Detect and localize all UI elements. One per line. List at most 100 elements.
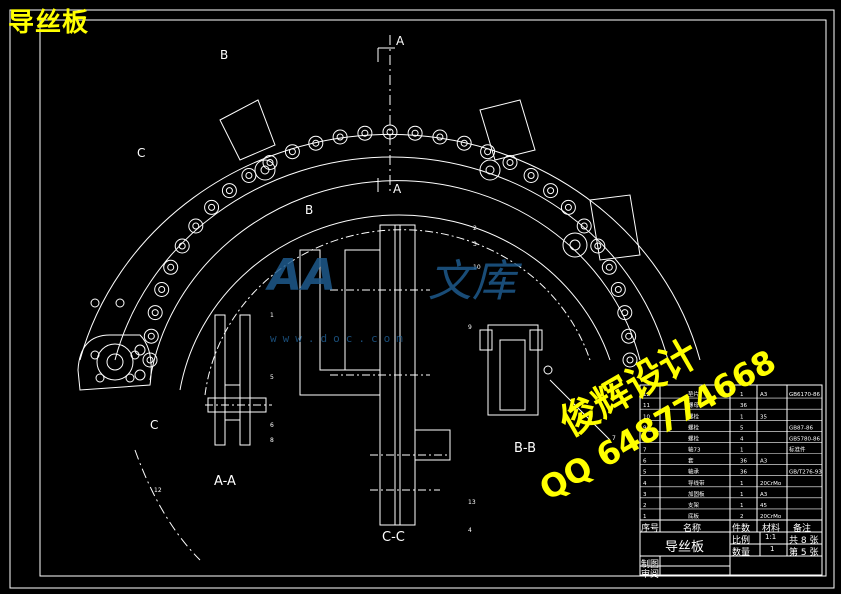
titleblock-sheet-no: 第 5 张 [789, 548, 819, 558]
chain-roller [590, 238, 606, 254]
bom-cell: 36 [740, 470, 747, 476]
chain-roller [332, 129, 348, 145]
chain-roller [147, 305, 163, 321]
chain-roller [204, 199, 220, 215]
cut-c-bottom: C [150, 418, 159, 432]
bom-cell: 9 [643, 425, 647, 431]
bom-cell: 螺栓 [688, 423, 700, 431]
section-aa [205, 314, 272, 446]
bom-cell: 1 [740, 414, 744, 420]
bom-header-name: 名称 [683, 524, 702, 534]
chain-roller [163, 259, 179, 275]
chain-pin [192, 222, 200, 230]
bom-cell: GB6170-86 [789, 392, 821, 398]
chain-roller [154, 282, 170, 297]
chain-pin [178, 242, 186, 250]
bom-cell: 加固板 [688, 490, 705, 498]
bom-cell: 36 [740, 403, 747, 409]
chain-roller [480, 144, 496, 160]
titleblock-checked: 审阅 [641, 570, 660, 580]
balloon-12: 12 [154, 487, 162, 494]
chain-pin [225, 187, 233, 195]
watermark-url: www.doc.com [270, 332, 409, 345]
balloon-6: 6 [270, 422, 274, 429]
bom-cell: 11 [643, 403, 650, 409]
chain-pin [460, 139, 468, 147]
chain-roller [502, 155, 518, 170]
left-end-plate [77, 298, 152, 391]
chain-pin [147, 332, 155, 340]
chain-roller [174, 238, 190, 254]
bom-cell: 5 [740, 425, 744, 431]
bom-cell: 1 [740, 503, 744, 509]
chain-pin [266, 159, 274, 166]
cut-a-bottom: A [393, 182, 402, 196]
chain-pin [564, 203, 572, 211]
cut-b-top: B [220, 48, 229, 62]
bom-cell: 轴73 [688, 446, 701, 454]
chain-pin [151, 309, 159, 317]
chain-pin [336, 133, 344, 141]
bom-header-qty: 件数 [732, 524, 751, 534]
chain-pin [158, 286, 166, 293]
chain-pin [621, 309, 629, 317]
bom-cell: 轴承 [688, 468, 700, 476]
outer-frame [9, 9, 835, 589]
chain-roller [221, 183, 237, 199]
bom-cell: A3 [760, 459, 768, 465]
bom-header-remark: 备注 [793, 524, 812, 534]
chain-pin [245, 172, 253, 179]
section-cc [299, 224, 451, 526]
bom-cell: 1 [740, 481, 744, 487]
balloon-3: 3 [473, 241, 477, 248]
chain-roller [382, 124, 398, 140]
cut-c-top: C [137, 146, 146, 160]
label-aa: A-A [214, 474, 236, 489]
chain-roller [576, 218, 592, 234]
titleblock-scale: 1:1 [765, 533, 777, 541]
bom-header-material: 材料 [762, 524, 781, 534]
bom-cell: 7 [643, 448, 647, 454]
chain-roller [621, 328, 637, 344]
balloon-9: 9 [468, 324, 472, 331]
bom-cell: GB/T276-93 [789, 470, 822, 476]
bom-cell: 35 [760, 414, 767, 420]
titleblock-qty: 1 [770, 545, 775, 553]
label-bb: B-B [514, 441, 537, 456]
chain-pin [436, 133, 444, 141]
chain-pin [484, 148, 492, 156]
chain-pin [527, 172, 535, 179]
chain-roller [432, 129, 448, 145]
bom-cell: 12 [643, 392, 650, 398]
bom-cell: 45 [760, 503, 767, 509]
titleblock-drawn: 制图 [641, 560, 660, 570]
chain-pin [312, 139, 320, 147]
chain-pin [626, 356, 634, 364]
drawing-title: 导丝板 [8, 8, 90, 38]
bom-cell: 套 [688, 457, 694, 465]
chain-roller [188, 218, 204, 234]
bom-cell: 支架 [688, 501, 700, 509]
bom-cell: 20CrMo [760, 514, 782, 520]
bom-cell: 螺栓 [688, 412, 700, 420]
watermark-brand: 文库 [428, 256, 516, 307]
chain-roller [262, 155, 278, 170]
balloon-13: 13 [468, 499, 476, 506]
chain-roller [610, 282, 626, 297]
cut-b-bottom: B [305, 203, 314, 217]
chain-roller [622, 352, 638, 368]
chain-roller [284, 144, 300, 160]
bom-cell: 1 [740, 492, 744, 498]
chain-roller [601, 259, 617, 275]
balloon-10: 10 [473, 264, 481, 271]
chain-pin [506, 159, 514, 166]
balloon-7: 7 [612, 435, 616, 442]
bom-cell: 4 [643, 481, 647, 487]
bom-cell: 20CrMo [760, 481, 782, 487]
chain-roller [523, 168, 539, 183]
inner-frame [39, 19, 827, 577]
chain-pin [288, 148, 296, 156]
chain-pin [605, 263, 613, 271]
titleblock-qty-label: 数量 [732, 548, 751, 558]
chain-pin [208, 203, 216, 211]
